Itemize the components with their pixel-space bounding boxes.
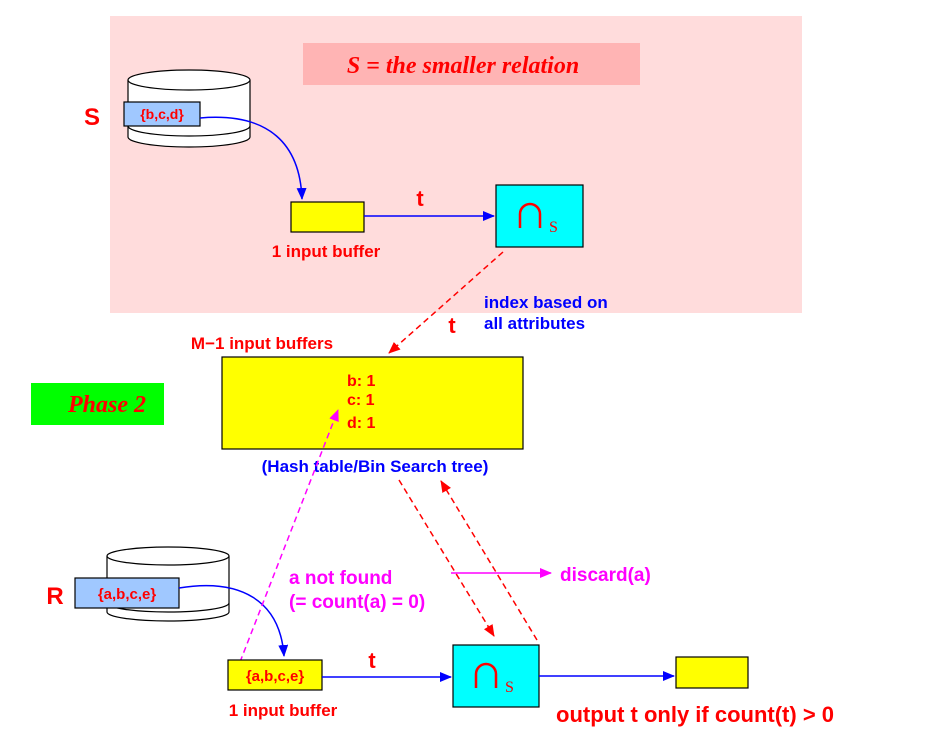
phase2-buffer-tuple: {a,b,c,e} (246, 668, 305, 685)
phase1-title-box (303, 43, 640, 85)
op-to-memory-lookup-arrow (440, 480, 538, 641)
phase2-op-subscript: S (505, 679, 514, 696)
phase1-op-subscript: S (549, 219, 558, 236)
r-to-buffer-arrow (178, 584, 289, 657)
phase1-input-buffer (290, 201, 365, 233)
relation-s-tuple: {b,c,d} (140, 106, 184, 122)
index-line1: index based on (484, 293, 608, 312)
phase2-label: Phase 2 (67, 392, 146, 418)
index-line2: all attributes (484, 314, 585, 333)
relation-r-tuple-box (74, 577, 180, 609)
phase2-intersect-icon (474, 662, 498, 688)
memory-label: M−1 input buffers (191, 334, 333, 353)
op-to-memory-arrow (388, 251, 504, 354)
relation-s-tuple-box (123, 101, 201, 127)
phase1-intersect-icon (518, 202, 542, 228)
count-c: c: 1 (347, 392, 375, 409)
phase2-badge (31, 383, 164, 425)
relation-s-label: S (84, 104, 100, 131)
not-found-line2: (= count(a) = 0) (289, 592, 425, 613)
count-b: b: 1 (347, 373, 376, 390)
relation-r-tuple: {a,b,c,e} (98, 586, 157, 603)
output-label: output t only if count(t) > 0 (556, 702, 834, 727)
relation-r-label: R (46, 583, 63, 610)
index-edge-label: t (448, 313, 456, 338)
s-to-buffer-arrow (199, 116, 307, 200)
phase2-buffer-label: 1 input buffer (229, 701, 338, 720)
discard-label: discard(a) (560, 565, 651, 586)
count-d: d: 1 (347, 415, 376, 432)
not-found-line1: a not found (289, 568, 392, 589)
phase1-edge-label: t (416, 186, 424, 211)
output-buffer (675, 656, 749, 689)
phase2-edge-label: t (368, 648, 376, 673)
memory-to-op-arrow (398, 479, 495, 637)
phase1-title: S = the smaller relation (347, 53, 579, 79)
phase1-buffer-label: 1 input buffer (272, 242, 381, 261)
phase2-input-buffer (227, 659, 323, 691)
struct-label: (Hash table/Bin Search tree) (262, 457, 489, 476)
lookup-arrow (239, 409, 339, 663)
memory-buffers (221, 356, 524, 450)
